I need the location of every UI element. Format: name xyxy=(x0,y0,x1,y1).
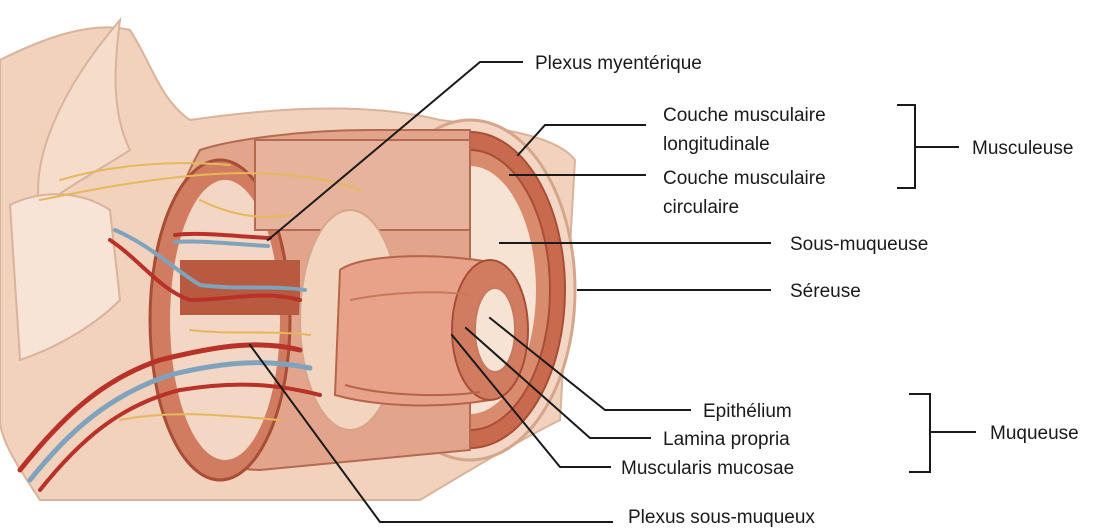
label-couche-circulaire: Couche musculaire xyxy=(663,168,826,189)
label-sous-muqueuse: Sous-muqueuse xyxy=(790,234,928,255)
label-lamina-propria: Lamina propria xyxy=(663,429,790,450)
label-muscularis-mucosae: Muscularis mucosae xyxy=(621,458,794,479)
bracket-muqueuse xyxy=(910,394,930,472)
label-plexus-sous-muqueux: Plexus sous-muqueux xyxy=(628,507,815,528)
label-group-musculeuse: Musculeuse xyxy=(972,138,1073,159)
label-couche-longitudinale-2: longitudinale xyxy=(663,134,770,155)
label-epithelium: Epithélium xyxy=(703,401,792,422)
label-couche-circulaire-2: circulaire xyxy=(663,197,739,218)
bracket-musculeuse xyxy=(898,105,915,188)
label-couche-longitudinale: Couche musculaire xyxy=(663,105,826,126)
label-plexus-myenterique: Plexus myentérique xyxy=(535,53,702,74)
label-sereuse: Séreuse xyxy=(790,281,861,302)
tube-illustration xyxy=(0,20,575,500)
mucosa-lumen xyxy=(475,288,515,372)
label-group-muqueuse: Muqueuse xyxy=(990,423,1079,444)
